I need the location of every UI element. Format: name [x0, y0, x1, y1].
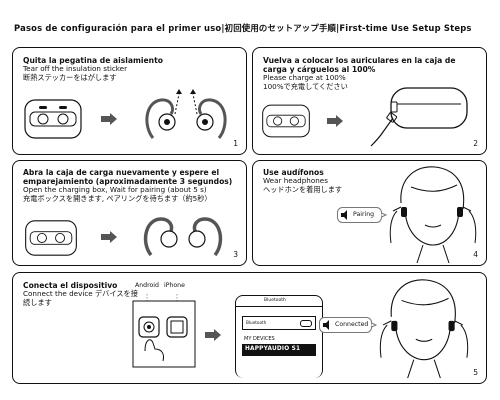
page-title: Pasos de configuración para el primer us…: [14, 23, 472, 33]
connected-label: Connected: [335, 321, 369, 328]
step-3-title-es: Abra la caja de carga nuevamente y esper…: [23, 168, 233, 187]
step-4-title-es: Use audífonos: [263, 168, 324, 177]
toggle-switch: [300, 320, 312, 327]
step-2-title-ja: 100%で充電してください: [263, 82, 348, 91]
charging-case-open-illustration: [24, 99, 82, 139]
step-4-panel: Use audífonos Wear headphones ヘッドホンを着用しま…: [252, 160, 487, 266]
step-5-title-en-ja: Connect the device デバイスを接続します: [23, 289, 138, 307]
settings-icons-illustration: [132, 294, 196, 368]
step-3-title-ja: 充電ボックスを開きます, ペアリングを待ちます（約5秒）: [23, 194, 212, 203]
earbuds-illustration: [143, 217, 223, 257]
device-list-item[interactable]: HAPPYAUDIO S1: [242, 344, 316, 356]
step-4-title-en: Wear headphones: [263, 176, 328, 186]
step-number: 4: [473, 250, 478, 259]
person-wearing-earbuds-illustration: [379, 279, 469, 379]
step-1-title-ja: 断熱ステッカーをはがします: [23, 72, 117, 82]
step-2-title-es: Vuelva a colocar los auriculares en la c…: [263, 56, 456, 75]
step-number: 2: [473, 139, 478, 148]
charging-case-closed-illustration: [370, 87, 468, 147]
step-5-title-es: Conecta el dispositivo: [23, 281, 118, 290]
step-1-title-es: Quita la pegatina de aislamiento: [23, 56, 163, 65]
step-number: 3: [233, 250, 238, 259]
android-label: Android: [135, 282, 159, 289]
step-3-title-en: Open the charging box, Wait for pairing …: [23, 185, 207, 195]
step-number: 5: [473, 368, 478, 377]
step-2-title-en: Please charge at 100%: [263, 73, 346, 83]
earbuds-sticker-removal-illustration: [145, 89, 227, 139]
device-name: HAPPYAUDIO S1: [245, 346, 301, 352]
charging-case-open-illustration: [25, 220, 77, 256]
pairing-speech-bubble: [337, 207, 388, 223]
arrow-right-icon: [101, 113, 117, 125]
step-3-panel: Abra la caja de carga nuevamente y esper…: [12, 160, 247, 266]
bluetooth-row-label: Bluetooth: [246, 320, 267, 325]
arrow-right-icon: [101, 231, 117, 243]
step-1-panel: Quita la pegatina de aislamiento Tear of…: [12, 47, 247, 155]
arrow-right-icon: [205, 329, 221, 341]
step-4-title-ja: ヘッドホンを着用します: [263, 184, 343, 194]
person-wearing-earbuds-illustration: [389, 166, 477, 264]
my-devices-label: MY DEVICES: [244, 336, 275, 342]
phone-bluetooth-screen: Bluetooth Bluetooth MY DEVICES HAPPYAUDI…: [235, 295, 323, 378]
step-2-panel: Vuelva a colocar los auriculares en la c…: [252, 47, 487, 155]
pairing-label: Pairing: [353, 211, 375, 218]
charging-case-open-illustration: [262, 104, 310, 138]
step-1-title-en: Tear off the insulation sticker: [23, 64, 128, 74]
iphone-label: iPhone: [164, 282, 185, 289]
step-number: 1: [233, 139, 238, 148]
bluetooth-header: Bluetooth: [264, 298, 286, 303]
connected-speech-bubble: [319, 317, 378, 333]
step-5-panel: Conecta el dispositivo Connect the devic…: [12, 272, 487, 384]
arrow-right-icon: [327, 115, 343, 127]
bluetooth-row: Bluetooth: [242, 316, 316, 330]
